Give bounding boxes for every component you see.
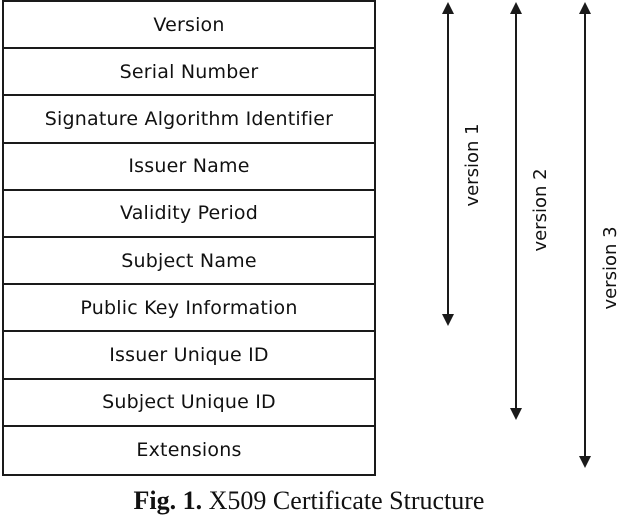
field-issuer-name: Issuer Name: [4, 144, 374, 191]
certificate-field-table: Version Serial Number Signature Algorith…: [2, 0, 376, 476]
field-serial-number: Serial Number: [4, 49, 374, 97]
field-issuer-unique-id: Issuer Unique ID: [4, 332, 374, 380]
version-1-label: version 1: [462, 123, 483, 206]
field-validity-period: Validity Period: [4, 191, 374, 238]
version-1-arrow: [442, 2, 454, 326]
field-signature-algorithm-identifier: Signature Algorithm Identifier: [4, 96, 374, 144]
figure-title: X509 Certificate Structure: [208, 486, 485, 515]
version-2-label: version 2: [530, 168, 551, 251]
field-public-key-information: Public Key Information: [4, 285, 374, 333]
figure-caption: Fig. 1. X509 Certificate Structure: [0, 486, 618, 516]
field-subject-name: Subject Name: [4, 238, 374, 286]
field-version: Version: [4, 2, 374, 50]
version-3-label: version 3: [600, 226, 618, 309]
version-arrows: version 1 version 2 version 3: [442, 2, 618, 468]
figure-number: Fig. 1.: [133, 486, 203, 515]
field-subject-unique-id: Subject Unique ID: [4, 380, 374, 427]
version-2-arrow: [510, 2, 522, 420]
field-extensions: Extensions: [136, 439, 242, 462]
version-3-arrow: [579, 2, 591, 468]
